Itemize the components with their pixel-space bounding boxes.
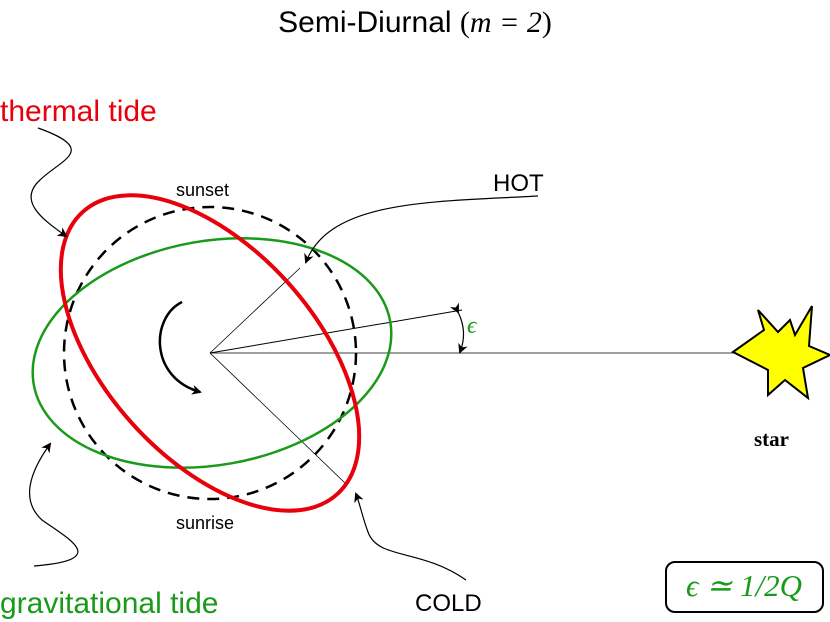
hot-pointer-arrow — [304, 195, 539, 264]
gravitational-tide-label: gravitational tide — [0, 587, 218, 620]
sunrise-label: sunrise — [176, 513, 234, 533]
rotation-arrow — [158, 300, 202, 395]
thermal-tide-pointer — [30, 127, 72, 238]
hot-label: HOT — [493, 170, 544, 197]
unperturbed-circle — [62, 205, 358, 501]
page-title: Semi-Diurnal (m = 2) — [0, 6, 830, 40]
thermal-tide-ellipse — [58, 193, 362, 513]
formula-text: ϵ ≃ 1/2Q — [686, 568, 802, 603]
title-paren-close: ) — [541, 6, 552, 39]
star-icon — [731, 305, 830, 401]
cold-label: COLD — [415, 590, 482, 617]
gravitational-tide-pointer — [28, 442, 79, 567]
thermal-tide-label: thermal tide — [0, 95, 157, 128]
star-label: star — [754, 427, 789, 451]
title-math: m = 2 — [469, 6, 542, 39]
gravitational-tide-ellipse — [31, 237, 393, 469]
title-paren-open: ( — [459, 6, 470, 39]
sunset-label: sunset — [176, 180, 229, 200]
radius-line-to-cold — [209, 352, 346, 484]
cold-pointer-arrow — [354, 492, 467, 581]
epsilon-label: ϵ — [467, 313, 478, 339]
title-text: Semi-Diurnal — [278, 6, 452, 39]
epsilon-angle-arc — [449, 302, 468, 354]
formula-box — [665, 561, 824, 613]
epsilon-offset-line — [209, 309, 463, 354]
